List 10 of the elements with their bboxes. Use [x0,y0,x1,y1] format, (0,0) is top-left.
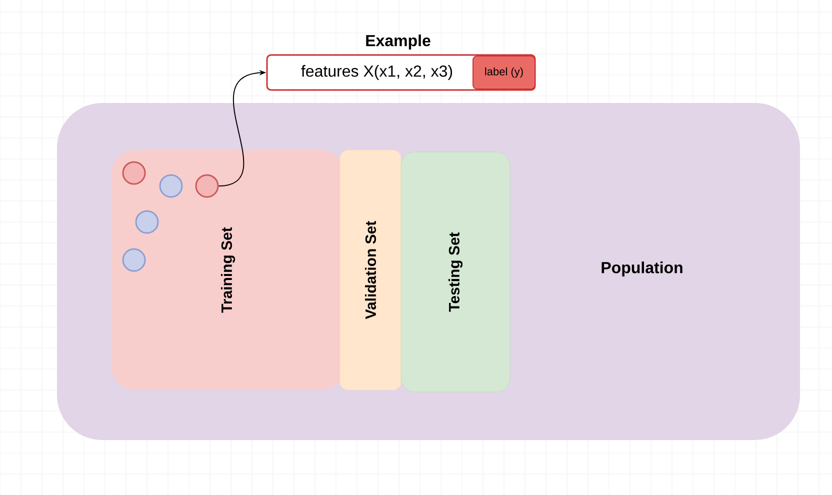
set-box: Testing Set [400,152,510,392]
set-box: Training Set [111,150,345,390]
set-box: Validation Set [340,150,402,390]
label-box: label (y) [472,56,536,90]
data-point [122,161,146,185]
data-point [159,174,183,198]
data-point [195,174,219,198]
node-label: Example [366,34,430,50]
data-point [122,248,146,272]
data-point [135,210,159,234]
